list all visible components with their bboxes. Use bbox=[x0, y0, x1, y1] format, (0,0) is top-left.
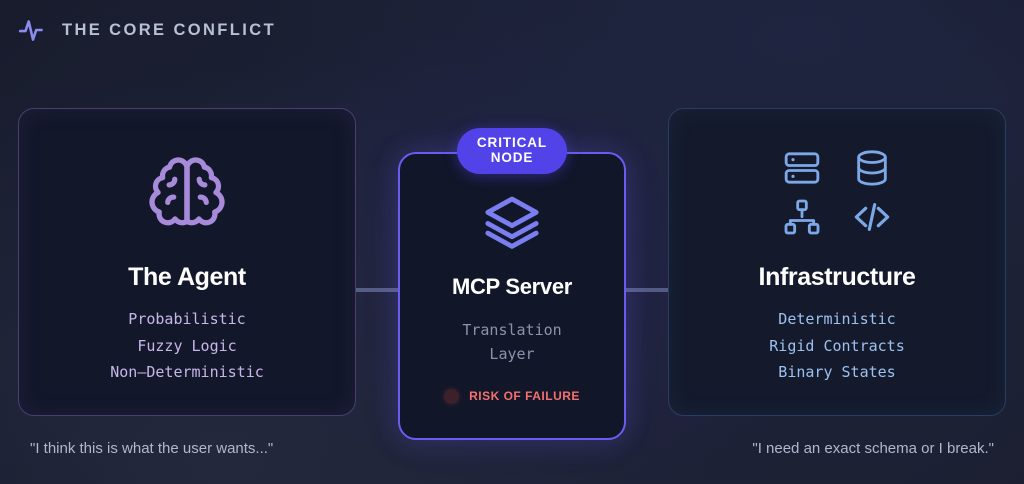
trait-item: Deterministic bbox=[778, 310, 896, 328]
quote-agent: "I think this is what the user wants..." bbox=[30, 440, 274, 457]
risk-indicator: RISK OF FAILURE bbox=[444, 388, 580, 404]
agent-icon-area bbox=[19, 139, 355, 255]
infrastructure-traits: Deterministic Rigid Contracts Binary Sta… bbox=[769, 306, 904, 386]
header: THE CORE CONFLICT bbox=[18, 12, 276, 48]
card-agent[interactable]: The Agent Probabilistic Fuzzy Logic Non–… bbox=[18, 108, 356, 416]
trait-item: Probabilistic bbox=[128, 310, 246, 328]
agent-traits: Probabilistic Fuzzy Logic Non–Determinis… bbox=[110, 306, 264, 386]
badge-line-1: CRITICAL bbox=[476, 135, 548, 150]
badge-line-2: NODE bbox=[490, 150, 534, 166]
pulse-activity-icon bbox=[18, 15, 48, 45]
risk-status-dot bbox=[444, 388, 460, 404]
page-title: THE CORE CONFLICT bbox=[62, 20, 277, 39]
card-infrastructure[interactable]: Infrastructure Deterministic Rigid Contr… bbox=[668, 108, 1006, 416]
layers-icon bbox=[483, 193, 541, 256]
status-badge-critical-node: CRITICAL NODE bbox=[457, 128, 567, 175]
code-brackets-icon bbox=[852, 197, 892, 242]
card-title-agent: The Agent bbox=[128, 263, 246, 291]
mcp-icon-area bbox=[400, 188, 624, 260]
quotes-row: "I think this is what the user wants..."… bbox=[0, 440, 1024, 474]
card-title-mcp: MCP Server bbox=[451, 274, 573, 299]
card-title-infrastructure: Infrastructure bbox=[758, 263, 916, 291]
trait-item: Non–Deterministic bbox=[110, 363, 264, 382]
trait-item: Fuzzy Logic bbox=[137, 336, 237, 355]
quote-infrastructure: "I need an exact schema or I break." bbox=[752, 440, 994, 457]
brain-icon bbox=[145, 153, 229, 242]
trait-item: Rigid Contracts bbox=[769, 336, 905, 355]
card-mcp-server[interactable]: CRITICAL NODE MCP Server Translation Lay… bbox=[398, 128, 626, 440]
infra-icon-area bbox=[669, 137, 1005, 253]
mcp-subtitle: Translation Layer bbox=[462, 321, 562, 364]
cards-row: The Agent Probabilistic Fuzzy Logic Non–… bbox=[0, 108, 1024, 440]
trait-item: Binary States bbox=[778, 363, 896, 382]
risk-label: RISK OF FAILURE bbox=[469, 389, 580, 404]
server-icon bbox=[782, 148, 822, 193]
sitemap-icon bbox=[782, 197, 822, 242]
database-icon bbox=[852, 148, 892, 193]
